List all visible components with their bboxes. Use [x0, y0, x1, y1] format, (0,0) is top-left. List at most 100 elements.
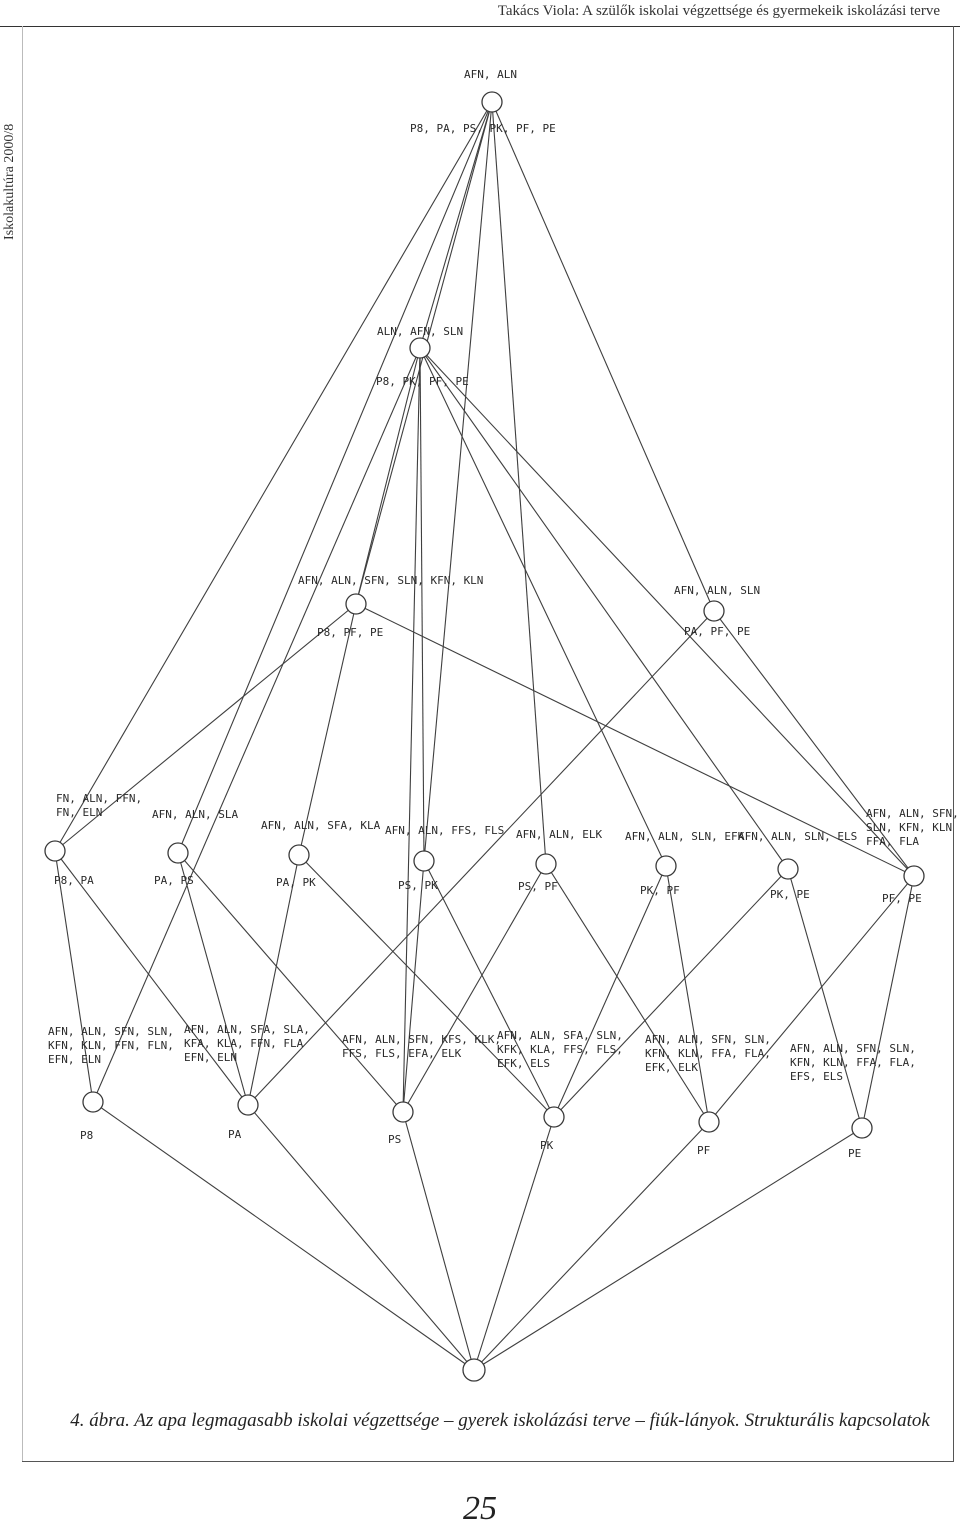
node-attribute-label: KFA, KLA, FFN, FLA — [184, 1037, 304, 1050]
node-attribute-label: FFA, FLA — [866, 835, 919, 848]
node-attribute-label: SLN, KFN, KLN — [866, 821, 952, 834]
lattice-edge — [423, 860, 555, 1118]
node-object-label: PS, PF — [518, 880, 558, 893]
node-attribute-label: ALN, AFN, SLN — [377, 325, 463, 338]
node-attribute-label: KFK, KLA, FFS, FLS, — [497, 1043, 623, 1056]
node-attribute-label: EFN, ELN — [184, 1051, 237, 1064]
lattice-edge — [247, 610, 715, 1106]
node-attribute-label: EFK, ELS — [497, 1057, 550, 1070]
node-object-label: P8, PF, PE — [317, 626, 383, 639]
lattice-edge — [419, 347, 915, 877]
node-attribute-label: AFN, ALN, SFA, KLA — [261, 819, 381, 832]
node-attribute-label: AFN, ALN, SFN, SLN, — [645, 1033, 771, 1046]
node-attribute-label: AFN, ALN, ELK — [516, 828, 602, 841]
lattice-node-m8 — [903, 865, 925, 887]
node-attribute-label: FFS, FLS, EFA, ELK — [342, 1047, 462, 1060]
lattice-edge — [423, 101, 493, 862]
right-rule — [953, 26, 954, 1462]
node-object-label: PA, PS — [154, 874, 194, 887]
lattice-edge — [54, 101, 493, 852]
lattice-node-top — [481, 91, 503, 113]
node-attribute-label: FN, ALN, FFN, — [56, 792, 142, 805]
lattice-edge — [402, 863, 547, 1113]
node-object-label: P8, PA, PS, PK, PF, PE — [410, 122, 556, 135]
lattice-edge — [177, 852, 404, 1113]
lattice-edge — [491, 101, 547, 865]
lattice-node-m2 — [167, 842, 189, 864]
lattice-edge — [545, 863, 710, 1123]
lattice-edge — [473, 1127, 863, 1371]
lattice-edge — [419, 347, 667, 867]
lattice-node-b5 — [698, 1111, 720, 1133]
lattice-node-n1 — [409, 337, 431, 359]
lattice-edge — [787, 868, 863, 1129]
lattice-edge — [553, 868, 789, 1118]
lattice-node-n2 — [345, 593, 367, 615]
lattice-edge — [298, 854, 555, 1118]
lattice-edge — [665, 865, 710, 1123]
node-object-label: PA, PF, PE — [684, 625, 750, 638]
lattice-edge — [54, 603, 357, 852]
lattice-edge — [177, 852, 249, 1106]
lattice-edge — [419, 101, 493, 349]
lattice-node-b6 — [851, 1117, 873, 1139]
lattice-edge — [92, 347, 421, 1103]
lattice-edge — [247, 1104, 475, 1371]
lattice-node-b1 — [82, 1091, 104, 1113]
lattice-node-m7 — [777, 858, 799, 880]
node-attribute-label: AFN, ALN, SFN, KFS, KLK, — [342, 1033, 501, 1046]
lattice-edge — [419, 347, 425, 862]
node-object-label: PA, PK — [276, 876, 316, 889]
node-attribute-label: AFN, ALN, SFA, SLN, — [497, 1029, 623, 1042]
node-object-label: PK — [540, 1139, 554, 1152]
page-number: 25 — [463, 1490, 497, 1527]
lattice-edge — [402, 347, 421, 1113]
running-head: Takács Viola: A szülők iskolai végzettsé… — [0, 0, 960, 27]
lattice-edge — [177, 101, 493, 854]
node-attribute-label: EFN, ELN — [48, 1053, 101, 1066]
running-title: Takács Viola: A szülők iskolai végzettsé… — [497, 3, 940, 19]
lattice-edge — [473, 1116, 555, 1371]
node-object-label: PE — [848, 1147, 861, 1160]
node-object-label: PK, PF — [640, 884, 680, 897]
node-attribute-label: EFK, ELK — [645, 1061, 698, 1074]
node-attribute-label: AFN, ALN, SFN, — [866, 807, 959, 820]
lattice-edge — [553, 865, 667, 1118]
node-attribute-label: AFN, ALN, SFN, SLN, — [48, 1025, 174, 1038]
bottom-rule — [22, 1461, 954, 1462]
node-attribute-label: FN, ELN — [56, 806, 102, 819]
node-object-label: PK, PE — [770, 888, 810, 901]
node-attribute-label: AFN, ALN, SFN, SLN, KFN, KLN — [298, 574, 483, 587]
node-attribute-label: KFN, KLN, FFA, FLA, — [790, 1056, 916, 1069]
node-attribute-label: AFN, ALN, SLN, EFK — [625, 830, 745, 843]
node-attribute-label: AFN, ALN, SLN — [674, 584, 760, 597]
node-object-label: P8, PK, PF, PE — [376, 375, 469, 388]
lattice-node-m5 — [535, 853, 557, 875]
node-object-label: P8 — [80, 1129, 93, 1142]
node-attribute-label: EFS, ELS — [790, 1070, 843, 1083]
node-attribute-label: AFN, ALN, SFA, SLA, — [184, 1023, 310, 1036]
node-object-label: P8, PA — [54, 874, 94, 887]
lattice-edge — [355, 347, 421, 605]
lattice-node-m1 — [44, 840, 66, 862]
lattice-node-n3 — [703, 600, 725, 622]
lattice-edge — [355, 603, 915, 877]
lattice-nodes — [44, 91, 925, 1382]
lattice-node-m4 — [413, 850, 435, 872]
figure-caption: 4. ábra. Az apa legmagasabb iskolai végz… — [70, 1410, 930, 1431]
node-object-label: PF, PE — [882, 892, 922, 905]
lattice-edges — [54, 101, 915, 1371]
lattice-node-b3 — [392, 1101, 414, 1123]
node-attribute-label: AFN, ALN, SLN, ELS — [738, 830, 857, 843]
lattice-node-m3 — [288, 844, 310, 866]
lattice-edge — [708, 875, 915, 1123]
node-attribute-label: AFN, ALN — [464, 68, 517, 81]
node-object-label: PF — [697, 1144, 710, 1157]
lattice-edge — [54, 850, 94, 1103]
lattice-edge — [861, 875, 915, 1129]
lattice-edge — [419, 347, 789, 870]
lattice-edge — [491, 101, 715, 612]
lattice-node-m6 — [655, 855, 677, 877]
lattice-edge — [402, 1111, 475, 1371]
node-attribute-label: AFN, ALN, SLA — [152, 808, 238, 821]
